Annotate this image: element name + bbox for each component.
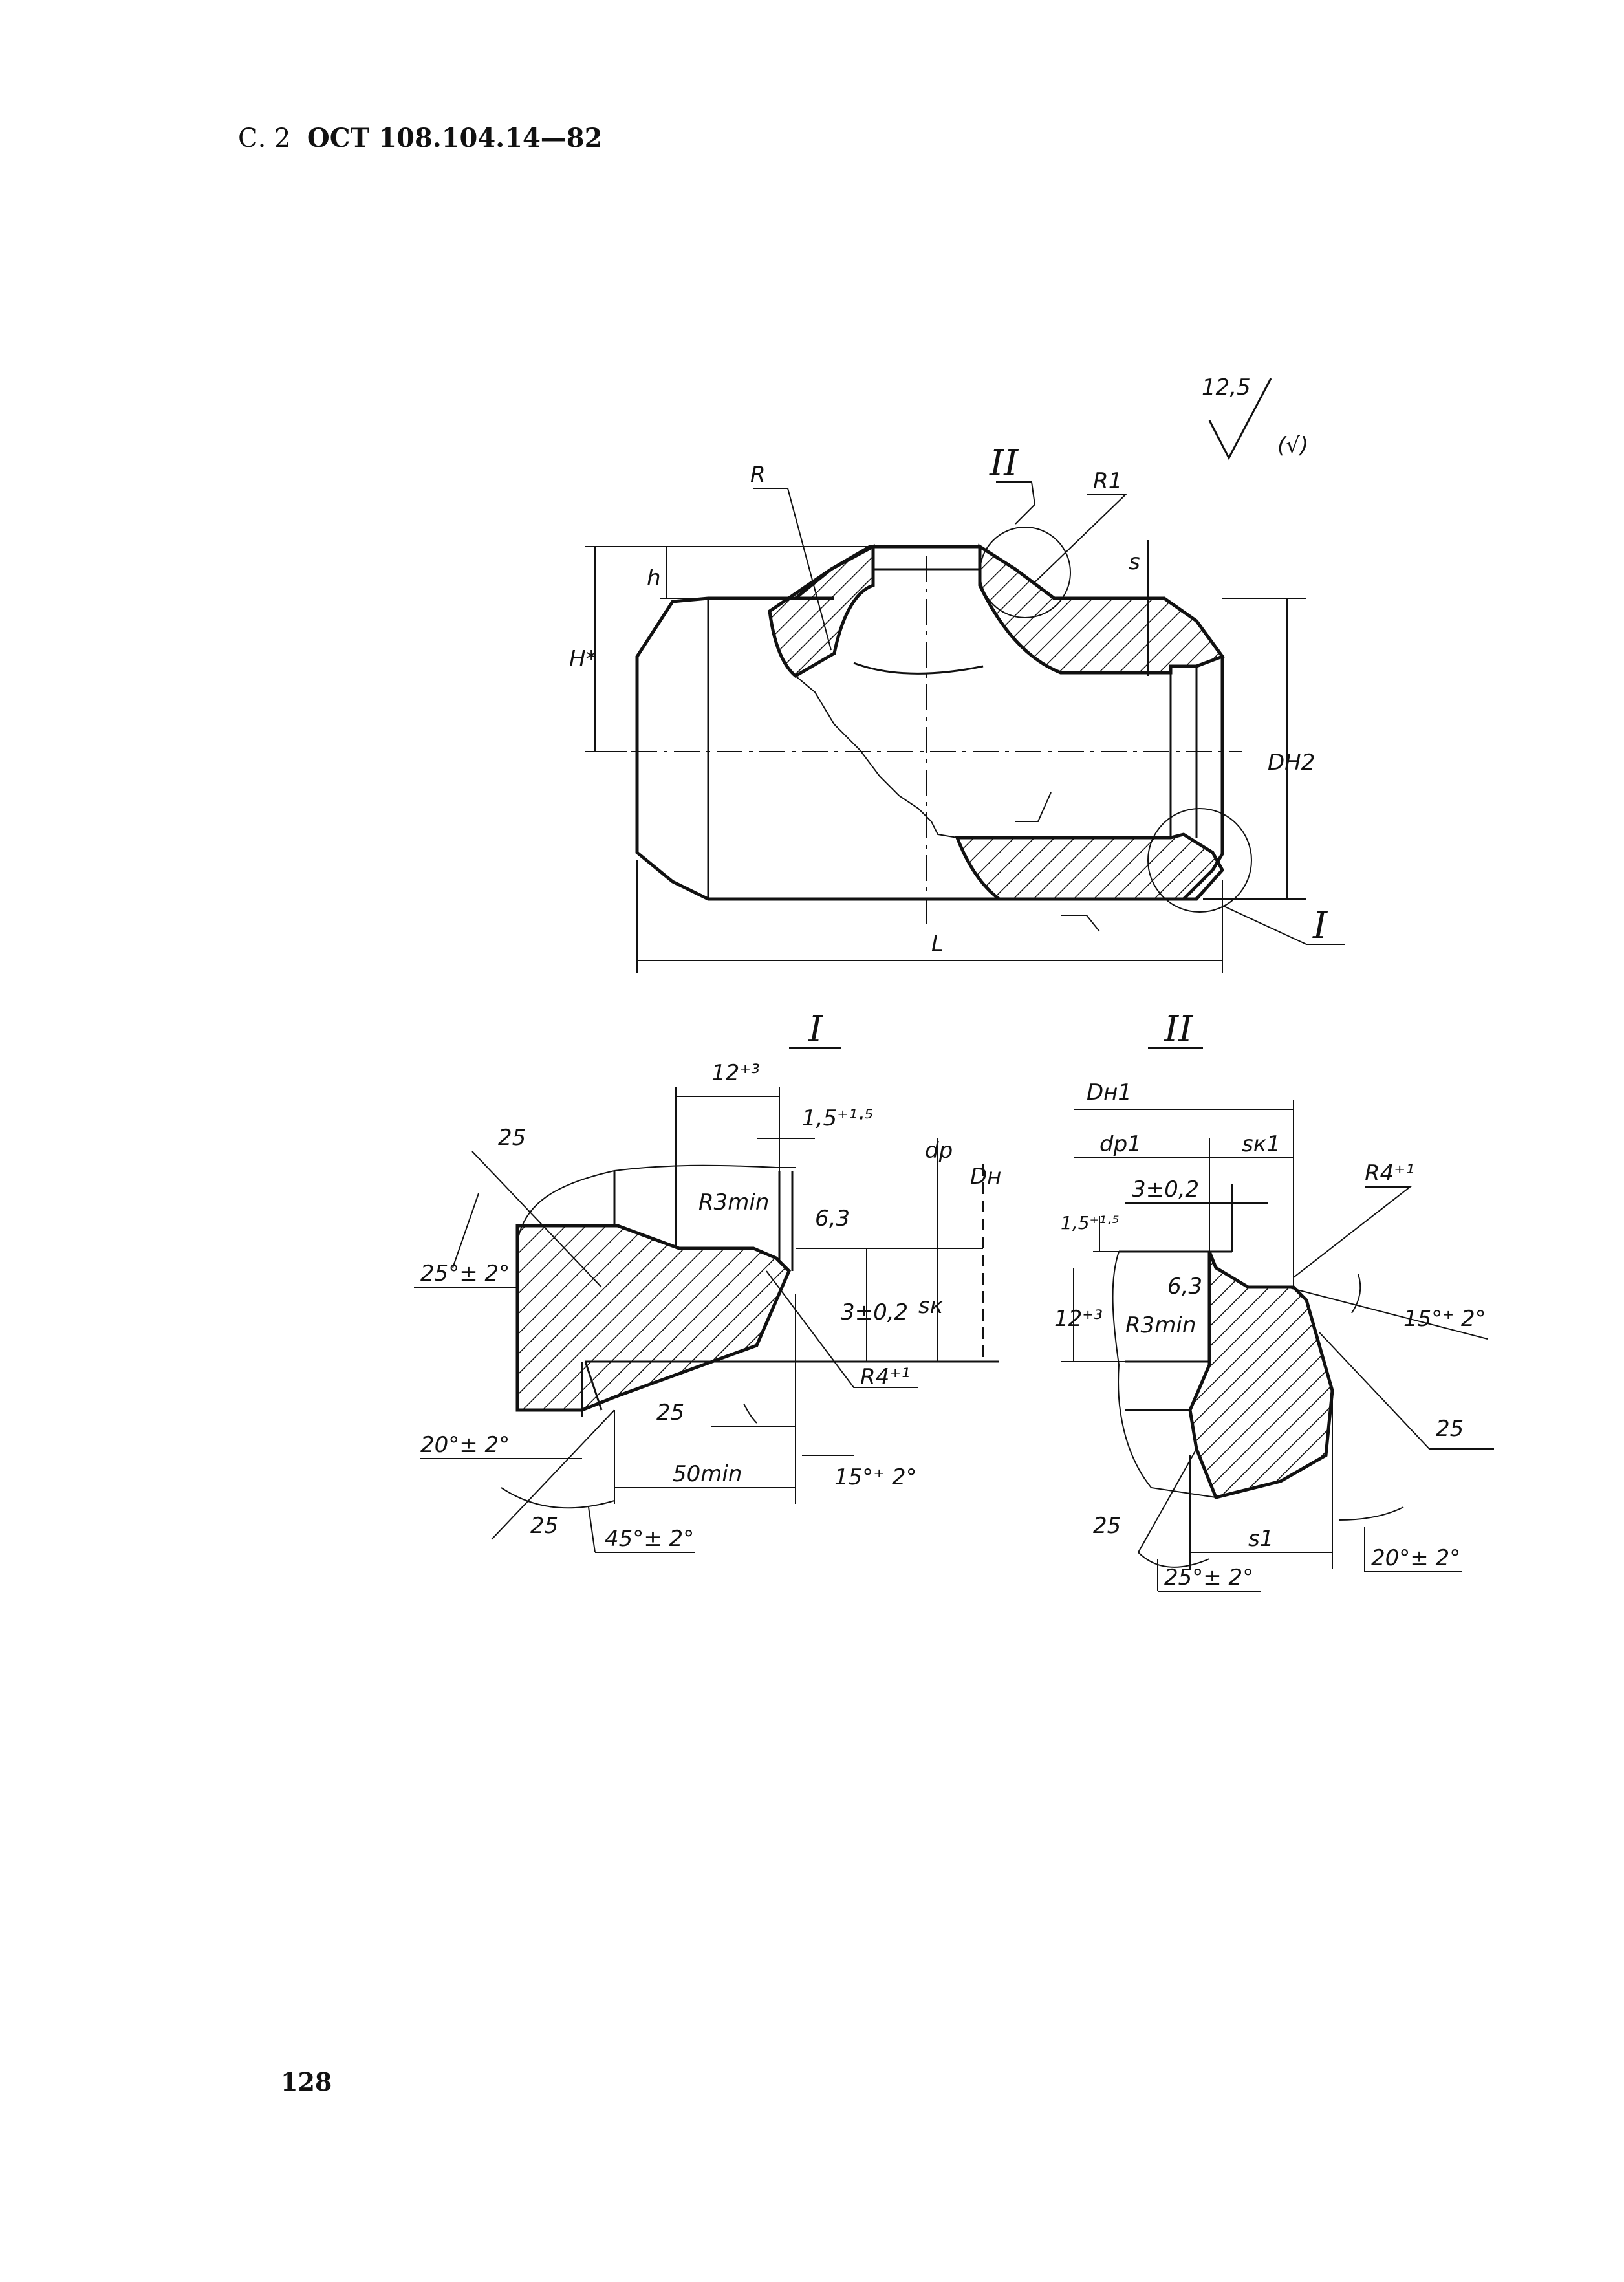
label-DH2: DH2 — [1268, 750, 1315, 776]
label-s: s — [1129, 549, 1140, 575]
label-I-20deg: 20°± 2° — [420, 1432, 510, 1458]
check-icon — [1208, 378, 1272, 461]
label-II-rough-25b: 25 — [1093, 1513, 1121, 1539]
label-view-I: I — [1312, 905, 1328, 947]
label-II-20deg: 20°± 2° — [1371, 1545, 1460, 1571]
label-L: L — [931, 931, 944, 957]
main-view: R R1 h H* s DH2 L II I — [569, 442, 1345, 973]
label-II-rough-25a: 25 — [1436, 1416, 1464, 1442]
label-I-1-5: 1,5⁺¹·⁵ — [802, 1105, 873, 1131]
section-nozzle-left — [768, 543, 875, 679]
label-I-rough-25c: 25 — [530, 1513, 558, 1539]
detail-I: I — [414, 1008, 1001, 1553]
label-R: R — [750, 462, 766, 488]
page-number: 128 — [281, 2067, 332, 2096]
label-I-sk: sк — [918, 1293, 944, 1319]
label-I-R3min: R3min — [698, 1190, 769, 1215]
detail-I-title: I — [808, 1008, 824, 1050]
roughness-symbol: 12,5 (√) — [1202, 375, 1308, 461]
label-II-6-3: 6,3 — [1167, 1274, 1202, 1299]
label-II-15deg: 15°⁺ 2° — [1403, 1306, 1486, 1332]
break-line — [795, 675, 958, 838]
page-header: С. 2 ОСТ 108.104.14—82 — [238, 123, 602, 153]
label-II-12: 12⁺³ — [1054, 1306, 1103, 1332]
label-H: H* — [569, 646, 597, 672]
section-upper-wall — [978, 543, 1225, 675]
label-I-dp: dр — [925, 1138, 953, 1164]
detail-II-section — [1188, 1251, 1334, 1499]
label-II-Dn1: Dн1 — [1087, 1080, 1132, 1105]
roughness-value: 12,5 — [1202, 375, 1251, 400]
label-I-3: 3±0,2 — [841, 1299, 908, 1325]
detail-II: II Dн1 dр1 sк1 — [1054, 1008, 1494, 1592]
page-number-label: С. 2 — [238, 124, 291, 153]
detail-II-title: II — [1164, 1008, 1194, 1050]
label-I-12: 12⁺³ — [711, 1060, 760, 1086]
label-II-R3min: R3min — [1125, 1312, 1196, 1338]
label-I-rough-25a: 25 — [498, 1125, 526, 1151]
label-view-II: II — [989, 442, 1019, 484]
label-II-1-5: 1,5⁺¹·⁵ — [1061, 1212, 1120, 1233]
label-I-15deg: 15°⁺ 2° — [834, 1464, 917, 1490]
label-II-3: 3±0,2 — [1132, 1177, 1199, 1202]
label-I-rough-25b: 25 — [656, 1400, 684, 1426]
label-I-R4: R4⁺¹ — [860, 1364, 910, 1390]
label-I-6-3: 6,3 — [815, 1206, 850, 1232]
roughness-other: (√) — [1277, 433, 1308, 459]
standard-number: ОСТ 108.104.14—82 — [307, 123, 603, 153]
section-lower-wall — [955, 832, 1225, 901]
detail-II-circle — [979, 527, 1071, 618]
label-h: h — [647, 565, 661, 591]
detail-I-section — [515, 1224, 791, 1412]
label-R1: R1 — [1093, 468, 1122, 494]
label-II-dp1: dр1 — [1099, 1131, 1142, 1157]
label-I-25deg: 25°± 2° — [420, 1261, 510, 1287]
label-I-45deg: 45°± 2° — [605, 1526, 694, 1552]
label-II-25deg: 25°± 2° — [1164, 1565, 1253, 1591]
label-I-50min: 50min — [673, 1461, 742, 1487]
label-II-R4: R4⁺¹ — [1365, 1160, 1414, 1186]
label-II-sk1: sк1 — [1242, 1131, 1281, 1157]
detail-I-circle — [1147, 808, 1252, 913]
label-I-Dn: Dн — [970, 1164, 1001, 1190]
label-II-s1: s1 — [1248, 1526, 1273, 1552]
